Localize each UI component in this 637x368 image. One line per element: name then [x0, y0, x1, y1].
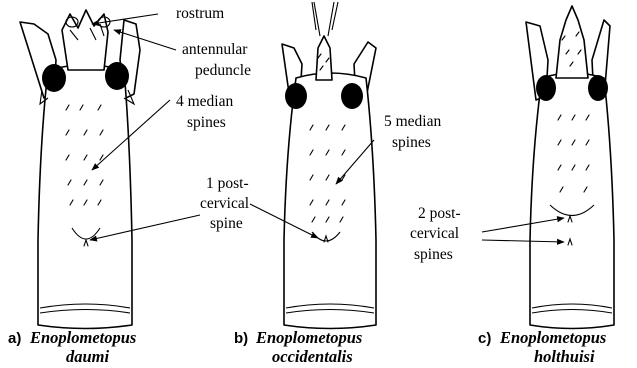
caption-a-genus: Enoplometopus	[29, 328, 136, 347]
label-1-post-spine: spine	[210, 215, 243, 232]
caption-c-letter: c)	[478, 330, 491, 347]
caption-b-species: occidentalis	[272, 347, 353, 366]
label-1-post-cervical: cervical	[200, 195, 249, 212]
label-5-median: 5 median	[384, 113, 441, 130]
label-2-post-cervical: cervical	[410, 225, 459, 242]
label-4-median: 4 median	[176, 93, 233, 110]
caption-a: a) Enoplometopus daumi	[8, 328, 136, 366]
label-1-post: 1 post-	[206, 175, 249, 192]
caption-c-species: holthuisi	[534, 347, 595, 366]
caption-c-genus: Enoplometopus	[499, 328, 606, 347]
carapace-a-drawing	[20, 10, 140, 329]
caption-a-letter: a)	[8, 330, 21, 347]
label-4-median-spines: spines	[187, 114, 226, 131]
carapace-b-drawing	[282, 2, 376, 329]
carapace-c-drawing	[526, 6, 614, 329]
label-5-median-spines: spines	[392, 134, 431, 151]
label-antennular: antennular	[182, 41, 248, 58]
label-rostrum: rostrum	[176, 5, 224, 22]
label-2-post-spines: spines	[414, 246, 453, 263]
caption-b-genus: Enoplometopus	[255, 328, 362, 347]
caption-b: b) Enoplometopus occidentalis	[234, 328, 362, 366]
caption-b-letter: b)	[234, 330, 248, 347]
caption-a-species: daumi	[66, 347, 110, 366]
caption-c: c) Enoplometopus holthuisi	[478, 328, 606, 366]
label-peduncle: peduncle	[195, 62, 251, 79]
label-2-post: 2 post-	[418, 205, 461, 222]
